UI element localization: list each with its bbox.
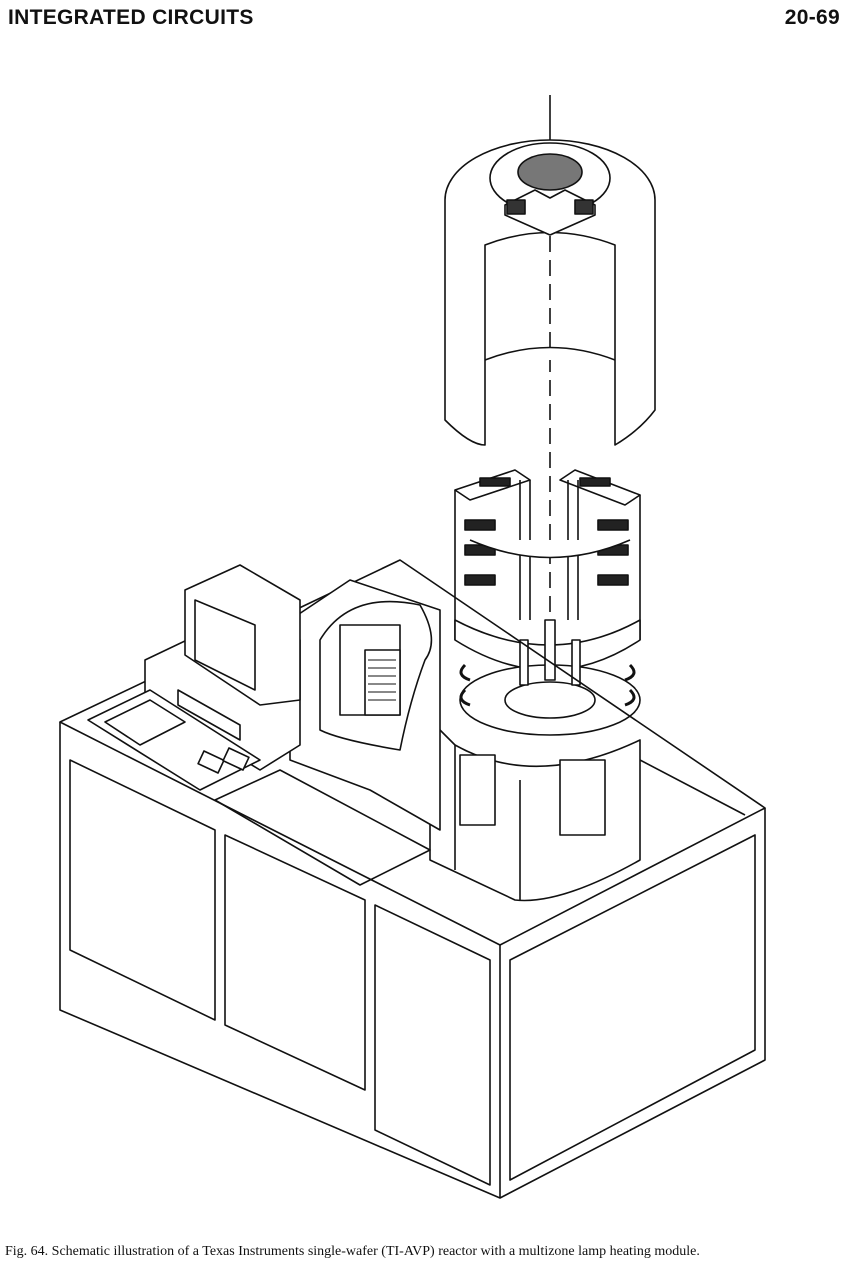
figure-caption: Fig. 64. Schematic illustration of a Tex… bbox=[5, 1244, 700, 1259]
computer-terminal bbox=[87, 564, 301, 791]
reactor-base-column bbox=[429, 719, 641, 902]
section-title: INTEGRATED CIRCUITS bbox=[8, 6, 254, 29]
lamp-stacks bbox=[454, 469, 641, 671]
lamp-housing-cylinder bbox=[444, 139, 656, 446]
reactor-chamber bbox=[459, 619, 641, 736]
page-number: 20-69 bbox=[784, 6, 840, 29]
wafer-load-housing bbox=[289, 579, 441, 831]
reactor-illustration bbox=[59, 95, 766, 1199]
